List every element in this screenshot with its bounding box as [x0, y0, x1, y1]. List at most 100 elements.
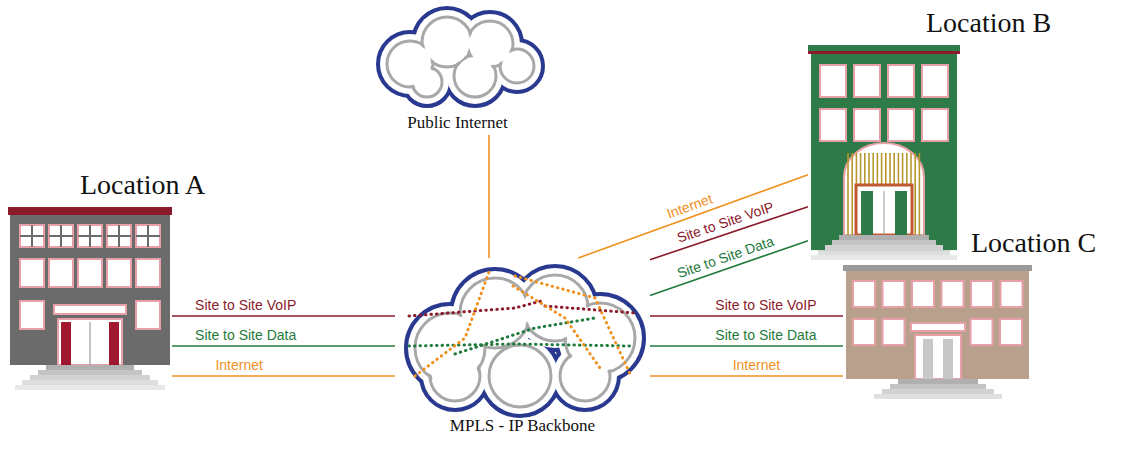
window [854, 109, 880, 141]
link-line [650, 315, 843, 317]
link-line [172, 315, 395, 317]
window [820, 65, 846, 97]
dotted-route [455, 318, 595, 354]
building-line [847, 153, 849, 235]
building-steps [811, 255, 957, 260]
roof-band [843, 265, 1032, 271]
building-line [90, 322, 91, 365]
window [78, 259, 102, 287]
cloud-node: Public Internet [365, 2, 550, 135]
door [58, 319, 122, 365]
door-panel [61, 322, 71, 365]
dotted-route [415, 272, 489, 376]
building-steps [890, 384, 986, 389]
building-steps [874, 394, 1002, 399]
window [971, 281, 993, 307]
window [922, 109, 948, 141]
building-steps [15, 385, 165, 390]
dotted-route [409, 344, 630, 346]
door-panel [109, 322, 119, 365]
link-line [172, 345, 395, 347]
roof-band [808, 51, 960, 54]
building-line [914, 153, 916, 235]
building-line [851, 153, 853, 235]
cloud-fill [424, 19, 470, 65]
link-line [650, 375, 843, 377]
window [971, 319, 993, 345]
door-panel [923, 339, 933, 379]
window [136, 301, 160, 329]
cloud-fill [456, 57, 494, 95]
link-label: Internet [731, 357, 782, 374]
window [1000, 319, 1022, 345]
location-heading: Location A [80, 169, 205, 201]
cloud-inner-outline [489, 345, 551, 407]
door-panel [943, 339, 953, 379]
roof-band [808, 45, 960, 51]
building-facade [811, 54, 957, 250]
window [912, 281, 934, 307]
building-line [78, 235, 102, 237]
building-line [919, 153, 921, 235]
window [922, 65, 948, 97]
building-illustration [808, 45, 960, 275]
link-label: Internet [663, 189, 717, 223]
building-facade [10, 215, 170, 365]
building-node: Location A [8, 207, 172, 388]
building-illustration [843, 265, 1032, 400]
link-label: Site to Site Data [713, 327, 818, 344]
window [853, 281, 875, 307]
dotted-route [515, 276, 631, 376]
door-frame [911, 323, 965, 331]
link-label: Site to Site VoIP [193, 297, 298, 314]
door-panel [895, 191, 907, 235]
door-panel [861, 191, 873, 235]
window [49, 225, 73, 247]
cloud-fill [491, 347, 549, 405]
building-steps [818, 250, 950, 255]
building-steps [38, 370, 142, 375]
link-line [650, 345, 843, 347]
link-label: Internet [213, 357, 264, 374]
building-steps [898, 379, 978, 384]
building-steps [825, 245, 943, 250]
link-label: Site to Site VoIP [713, 297, 818, 314]
window [883, 281, 905, 307]
window [883, 319, 905, 345]
window [20, 225, 44, 247]
building-steps [832, 240, 936, 245]
location-heading: Location C [971, 227, 1096, 259]
door-arch [844, 143, 924, 235]
building-line [884, 191, 885, 235]
network-label: MPLS - IP Backbone [395, 416, 650, 436]
building-line [107, 235, 131, 237]
link-line [488, 135, 490, 258]
building-facade [846, 271, 1029, 379]
building-node: Location C [843, 265, 1032, 400]
roof-band [8, 207, 172, 215]
window [820, 109, 846, 141]
window [49, 259, 73, 287]
window [854, 65, 880, 97]
window [888, 65, 914, 97]
window [136, 225, 160, 247]
door-frame [54, 305, 126, 314]
cloud-node: MPLS - IP Backbone [395, 258, 650, 410]
door [915, 335, 961, 379]
window [136, 259, 160, 287]
cloud-shape [395, 258, 650, 410]
cloud-fill [414, 69, 440, 95]
network-label: Public Internet [365, 113, 550, 133]
window [888, 109, 914, 141]
cloud-fill [502, 51, 532, 81]
building-steps [46, 365, 134, 370]
door [856, 185, 912, 235]
dotted-route [513, 286, 600, 368]
building-node: Location B [808, 45, 960, 275]
window [1001, 281, 1023, 307]
window [942, 281, 964, 307]
cloud-fill [432, 353, 478, 399]
window [78, 225, 102, 247]
window [20, 301, 44, 329]
